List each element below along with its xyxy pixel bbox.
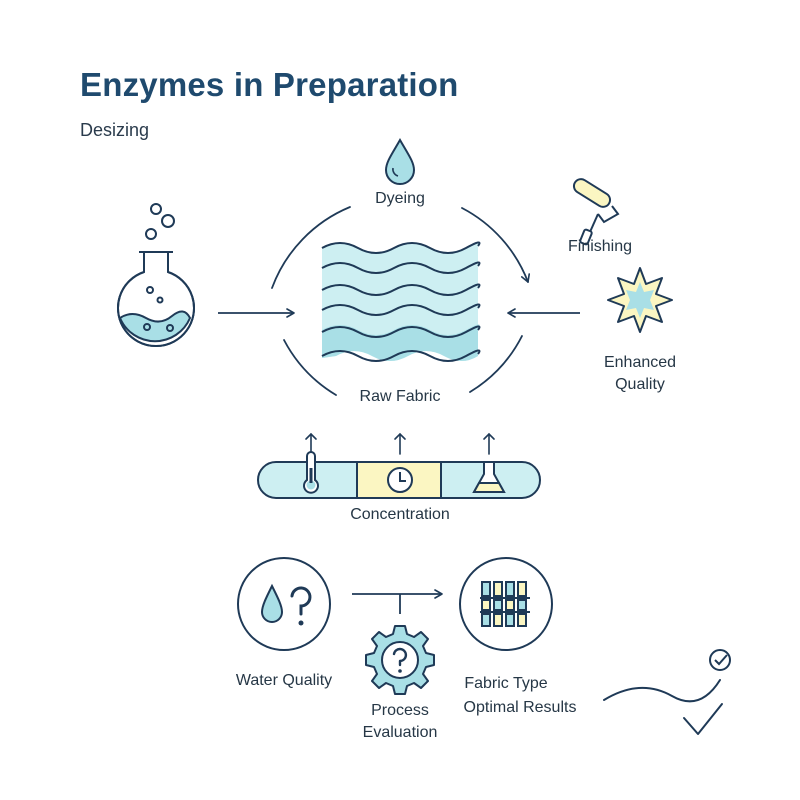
dyeing-label: Dyeing (375, 190, 425, 207)
concentration-label: Concentration (350, 506, 450, 523)
beaker-icon (472, 461, 506, 493)
flask-icon (117, 203, 195, 348)
fabric-weave-icon (459, 557, 553, 651)
enhanced-quality-line1: Enhanced (603, 354, 677, 371)
optimal-results-label: Optimal Results (463, 699, 577, 716)
starburst-icon (607, 267, 673, 333)
process-evaluation-line2: Evaluation (362, 724, 438, 741)
gear-question-icon (365, 625, 435, 695)
process-evaluation-line1: Process (371, 702, 429, 719)
cycle-arc-bottom-left (283, 339, 337, 396)
result-curve-icon (603, 679, 723, 735)
process-evaluation-label: Process Evaluation (340, 700, 460, 744)
fabric-type-label: Fabric Type (464, 675, 548, 692)
finishing-label: Finishing (567, 238, 633, 255)
cycle-arc-bottom-right (469, 335, 523, 393)
water-quality-icon (237, 557, 331, 651)
raw-fabric-label: Raw Fabric (359, 388, 441, 405)
page-subtitle: Desizing (80, 120, 150, 140)
water-drop-icon (384, 137, 416, 185)
water-quality-label: Water Quality (235, 672, 333, 689)
thermometer-icon (303, 451, 319, 494)
enhanced-quality-label: Enhanced Quality (580, 352, 700, 396)
paint-roller-icon (572, 178, 620, 246)
cycle-arc-top-left (271, 206, 351, 289)
page-title: Enzymes in Preparation (80, 66, 459, 103)
enhanced-quality-line2: Quality (615, 376, 665, 393)
clock-icon (387, 467, 413, 493)
checkmark-circle-icon (709, 649, 731, 671)
cycle-arc-top-right (461, 207, 531, 283)
cycle-arcs (271, 206, 531, 396)
up-arrows (305, 432, 495, 455)
fabric-waves-icon (321, 241, 481, 362)
